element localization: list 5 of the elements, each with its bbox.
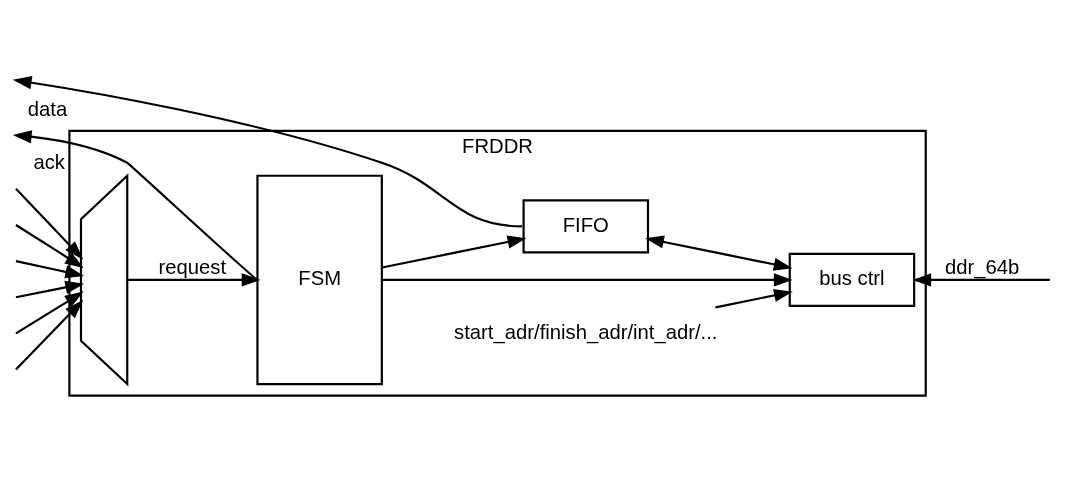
edge-label: ddr_64b [944,256,1020,279]
edge-label: ack [33,150,65,173]
edge-label: data [27,97,68,120]
node-text: start_adr/finish_adr/int_adr/... [454,320,718,343]
edge-label: request [158,256,227,279]
